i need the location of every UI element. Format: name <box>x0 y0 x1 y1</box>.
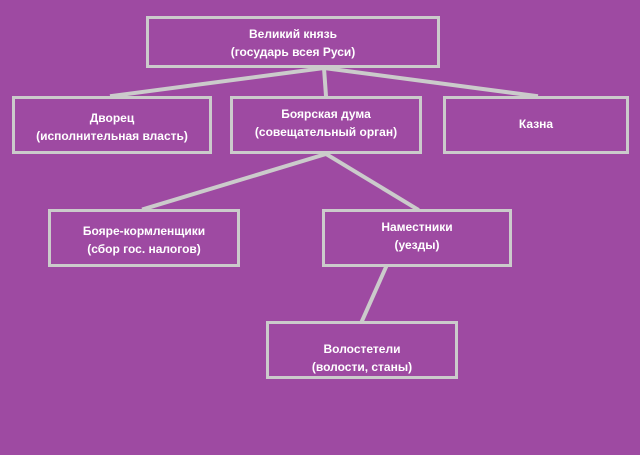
namestniki-subtitle: (уезды) <box>394 238 440 252</box>
boyar-duma-title: Боярская дума <box>281 107 371 121</box>
connector-duma-boyars <box>141 151 329 212</box>
palace-subtitle: (исполнительная власть) <box>36 129 188 143</box>
grand-prince-title: Великий князь <box>248 27 338 41</box>
boyar-duma-subtitle: (совещательный орган) <box>254 125 398 139</box>
boyar-duma-box: Боярская дума (совещательный орган) <box>230 96 422 154</box>
connector-prince-palace <box>109 65 327 99</box>
volostateli-title: Волостетели <box>323 342 401 356</box>
grand-prince-box: Великий князь (государь всея Руси) <box>146 16 440 68</box>
volostateli-box: Волостетели (волости, станы) <box>266 321 458 379</box>
palace-box: Дворец (исполнительная власть) <box>12 96 212 154</box>
namestniki-box: Наместники (уезды) <box>322 209 512 267</box>
palace-title: Дворец <box>89 111 135 125</box>
boyars-kormlenshchiki-box: Бояре-кормленщики (сбор гос. налогов) <box>48 209 240 267</box>
boyars-kormlenshchiki-subtitle: (сбор гос. налогов) <box>87 242 201 256</box>
treasury-box: Казна <box>443 96 629 154</box>
boyars-kormlenshchiki-title: Бояре-кормленщики <box>82 224 206 238</box>
connector-duma-governors <box>323 151 420 212</box>
connector-prince-duma <box>321 65 329 99</box>
treasury-title: Казна <box>518 117 554 131</box>
connector-governors-volost <box>359 264 389 324</box>
volostateli-subtitle: (волости, станы) <box>311 360 413 374</box>
connector-prince-treasury <box>321 65 539 99</box>
grand-prince-subtitle: (государь всея Руси) <box>230 45 356 59</box>
namestniki-title: Наместники <box>381 220 453 234</box>
